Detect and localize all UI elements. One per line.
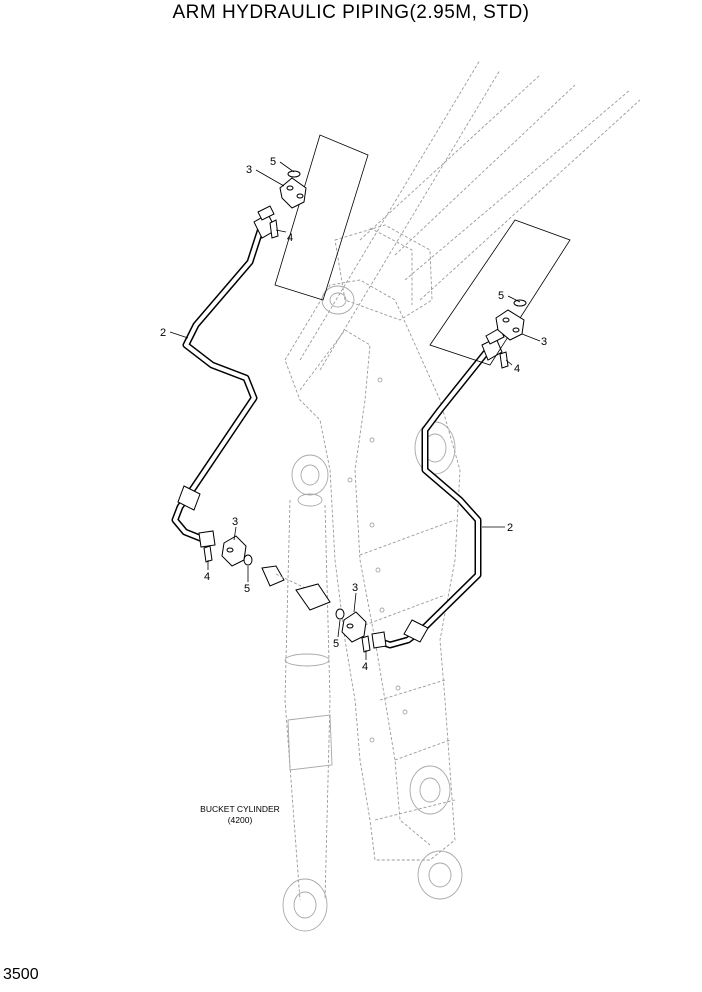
callout-labels: 5 3 4 2 5 3 4 2 3 4 5 3 5 4	[160, 156, 547, 673]
upper-left-fittings	[269, 134, 369, 301]
callout-oring-lower-right: 5	[333, 638, 339, 650]
callout-flange-upper-right: 3	[541, 336, 547, 348]
callout-pipe-left: 2	[160, 327, 166, 339]
callout-flange-lower-right: 3	[352, 582, 358, 594]
callout-bolt-upper-right: 4	[514, 363, 520, 375]
callout-pipe-right: 2	[507, 522, 513, 534]
lower-right-fittings	[295, 583, 371, 653]
bucket-cylinder-note: BUCKET CYLINDER (4200)	[200, 804, 280, 825]
callout-bolt-upper-left: 4	[287, 232, 293, 244]
right-hydraulic-pipe	[371, 327, 505, 649]
callout-bolt-lower-right: 4	[362, 661, 368, 673]
callout-oring-lower-left: 5	[244, 583, 250, 595]
callout-flange-upper-left: 3	[246, 164, 252, 176]
arm-structure-outline	[282, 59, 641, 932]
exploded-parts-diagram: 5 3 4 2 5 3 4 2 3 4 5 3 5 4 BUCKET CYLIN…	[160, 59, 641, 932]
lower-left-fittings	[203, 535, 331, 601]
callout-oring-upper-left: 5	[270, 156, 276, 168]
upper-right-fittings	[429, 219, 571, 369]
callout-oring-upper-right: 5	[498, 290, 504, 302]
left-hydraulic-pipe	[171, 205, 277, 548]
callout-leaders	[169, 161, 541, 660]
note-line-2: (4200)	[228, 815, 253, 825]
page-title: ARM HYDRAULIC PIPING(2.95M, STD)	[172, 2, 530, 23]
page-number: 3500	[3, 966, 39, 983]
note-line-1: BUCKET CYLINDER	[200, 804, 280, 814]
callout-bolt-lower-left: 4	[204, 571, 210, 583]
callout-flange-lower-left: 3	[232, 516, 238, 528]
